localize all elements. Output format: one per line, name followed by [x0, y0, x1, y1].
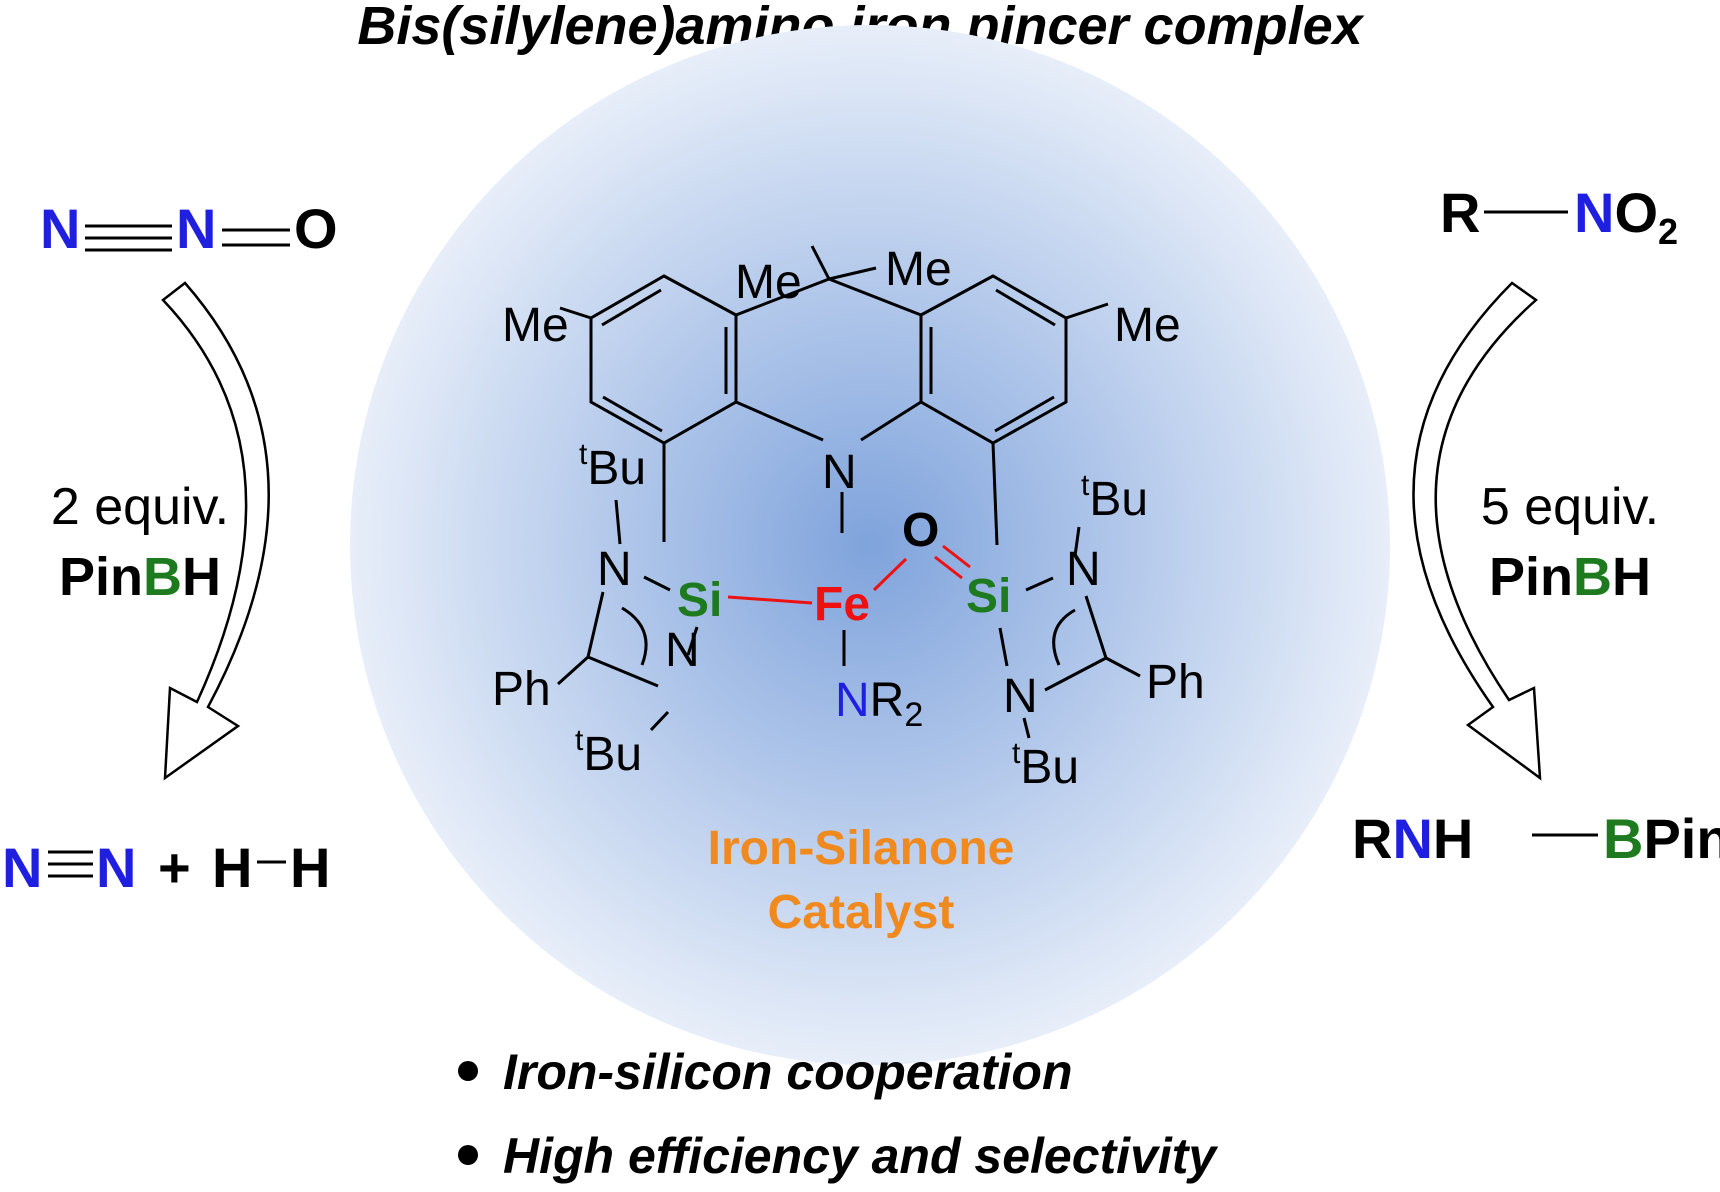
phenyl-label: Ph [492, 663, 551, 716]
catalyst-glow [350, 25, 1390, 1065]
nr2-label: NR2 [835, 674, 923, 734]
svg-text:RNH: RNH [1352, 807, 1473, 870]
amidinate-n-label: N [665, 624, 700, 677]
svg-text:NO2: NO2 [1574, 181, 1678, 252]
atom-h: H [290, 836, 330, 899]
right-reaction-arrow [1412, 281, 1542, 781]
backbone-n-label: N [822, 446, 857, 499]
tbu-label: tBu [1012, 737, 1079, 794]
atom-n: N [1392, 807, 1432, 870]
bullet-dot [458, 1145, 478, 1165]
pincer-complex-structure [556, 245, 1141, 739]
tbu-label: tBu [575, 724, 642, 781]
bullet-item: Iron-silicon cooperation [503, 1044, 1072, 1100]
left-products: N N + H H [2, 836, 330, 899]
amidinate-n-label: N [597, 543, 632, 596]
bullet-dot [458, 1061, 478, 1081]
methyl-label: Me [885, 243, 952, 296]
catalyst-label-line1: Iron-Silanone [708, 822, 1015, 875]
atom-n: N [96, 836, 136, 899]
phenyl-label: Ph [1146, 656, 1205, 709]
tbu-label: tBu [579, 438, 646, 495]
silicon-left-label: Si [677, 574, 722, 627]
left-reaction-arrow [161, 281, 270, 781]
svg-text:BPin: BPin [1603, 807, 1720, 870]
right-reagent-amount: 5 equiv. [1481, 478, 1659, 536]
right-reagent: PinBH [1489, 547, 1651, 607]
atom-n: N [1574, 181, 1614, 244]
atom-n: N [2, 836, 42, 899]
right-reactant-nitro: R NO2 [1440, 181, 1678, 252]
atom-n: N [176, 197, 216, 260]
atom-n: N [835, 674, 870, 727]
atom-r: R [1440, 181, 1480, 244]
atom-b: B [1573, 547, 1612, 607]
methyl-label: Me [1114, 299, 1181, 352]
atom-h: H [212, 836, 252, 899]
plus-sign: + [158, 836, 191, 899]
atom-n: N [40, 197, 80, 260]
bullet-list: Iron-silicon cooperation High efficiency… [458, 1044, 1218, 1184]
atom-o: O [294, 197, 338, 260]
atom-b: B [143, 547, 182, 607]
left-reagent-amount: 2 equiv. [51, 478, 229, 536]
methyl-label: Me [735, 256, 802, 309]
tbu-label: tBu [1081, 469, 1148, 526]
oxo-label: O [902, 504, 939, 557]
silicon-right-label: Si [966, 570, 1011, 623]
amidinate-n-label: N [1066, 543, 1101, 596]
atom-b: B [1603, 807, 1643, 870]
left-reactant-n2o: N N O [40, 197, 338, 260]
methyl-label: Me [502, 299, 569, 352]
catalyst-label-line2: Catalyst [768, 886, 955, 939]
left-reagent: PinBH [59, 547, 221, 607]
right-product: RNH BPin [1352, 807, 1720, 870]
amidinate-n-label: N [1003, 670, 1038, 723]
bullet-item: High efficiency and selectivity [503, 1128, 1218, 1184]
iron-label: Fe [814, 578, 870, 631]
